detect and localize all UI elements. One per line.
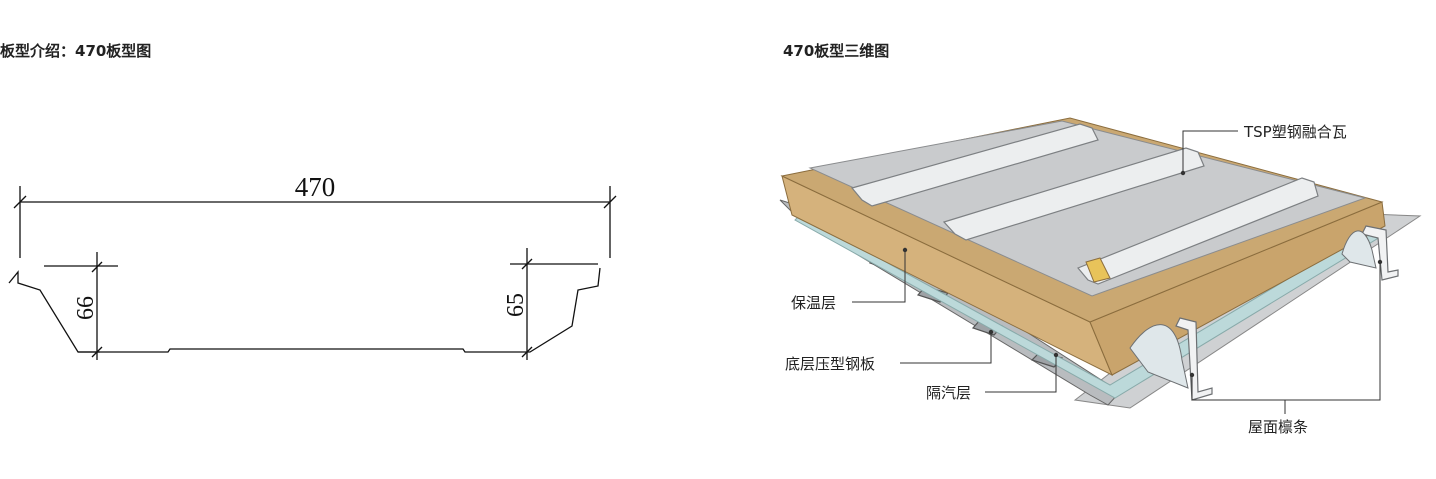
leader-tsp-tile bbox=[1182, 130, 1238, 173]
left-panel-heading: 板型介绍：470板型图 bbox=[0, 42, 152, 60]
leader-insulation bbox=[852, 250, 906, 303]
purlin-cut-curve-front bbox=[1129, 324, 1189, 389]
label-vapor-barrier: 隔汽层 bbox=[926, 384, 971, 402]
panel-profile-outline bbox=[8, 267, 601, 353]
tile-rib-3 bbox=[1077, 177, 1319, 285]
rib-end-insert bbox=[1085, 257, 1111, 283]
label-bottom-deck: 底层压型钢板 bbox=[785, 355, 875, 373]
width-dimension-label: 470 bbox=[295, 172, 336, 202]
left-height-dimension-label: 66 bbox=[73, 296, 99, 320]
purlin-front bbox=[1175, 317, 1213, 401]
label-purlin: 屋面檩条 bbox=[1248, 418, 1308, 436]
leader-vapor-barrier bbox=[985, 355, 1057, 393]
tile-rib-2 bbox=[942, 147, 1205, 241]
callout-dots bbox=[902, 170, 1383, 378]
purlin-cut-curve-back bbox=[1341, 230, 1377, 269]
profile-section-drawing bbox=[8, 186, 617, 360]
leader-bottom-deck bbox=[900, 332, 992, 364]
label-insulation: 保温层 bbox=[791, 294, 836, 312]
callout-leaders bbox=[852, 130, 1381, 414]
leader-purlin bbox=[1191, 262, 1381, 401]
right-panel-heading: 470板型三维图 bbox=[783, 42, 890, 60]
right-height-dimension-label: 65 bbox=[503, 293, 529, 317]
roof-assembly-3d bbox=[779, 117, 1422, 409]
purlin-back bbox=[1361, 225, 1399, 281]
label-tsp-tile: TSP塑钢融合瓦 bbox=[1243, 123, 1347, 141]
tile-rib-1 bbox=[850, 123, 1099, 207]
